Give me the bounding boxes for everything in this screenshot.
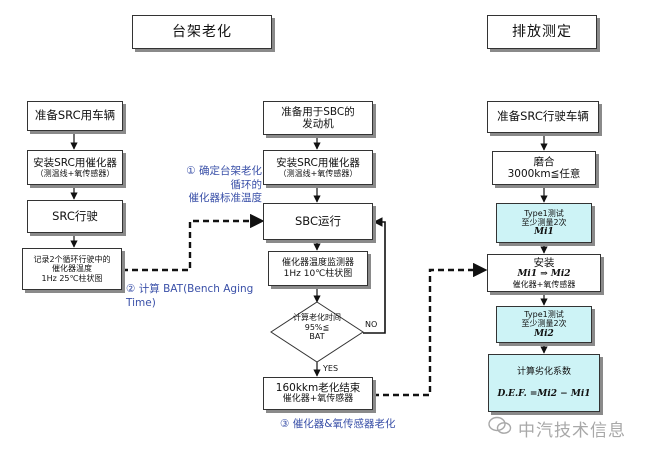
yes-label: YES — [323, 364, 339, 373]
header-bench-aging: 台架老化 — [132, 15, 272, 49]
right-test2-line1: Type1测试 — [524, 310, 564, 320]
middle-aging-end-line1: 160kkm老化结束 — [275, 382, 361, 395]
wechat-logo-icon — [488, 416, 512, 441]
middle-monitor-line1: 催化器温度监测器 — [281, 258, 354, 269]
right-test1-line3: Mi1 — [534, 227, 554, 238]
middle-install-catalyst-sub: （测温线+氧传感器） — [278, 168, 358, 178]
left-record-temperature: 记录2个循环行驶中的 催化器温度 1Hz 25℃柱状图 — [22, 248, 122, 290]
note-1-line2: 循环的 — [230, 178, 263, 191]
header-bench-aging-label: 台架老化 — [172, 23, 232, 40]
right-install-line3: 催化器+氧传感器 — [512, 279, 576, 289]
decision-line2: 95%≦ — [304, 322, 330, 332]
right-break-in: 磨合 3000km≦任意 — [492, 151, 596, 185]
right-install: 安装 Mi1 ⇒ Mi2 催化器+氧传感器 — [487, 254, 601, 292]
left-install-catalyst-label: 安装SRC用催化器 — [33, 156, 117, 169]
note-3: ③ 催化器&氧传感器老化 — [280, 418, 396, 430]
watermark: 中汽技术信息 — [488, 416, 626, 441]
right-install-line1: 安装 — [533, 257, 555, 270]
right-test1-line2: 至少测量2次 — [521, 217, 567, 227]
middle-install-catalyst-label: 安装SRC用催化器 — [276, 156, 360, 169]
right-break-in-line1: 磨合 — [533, 155, 555, 168]
left-src-drive: SRC行驶 — [27, 200, 123, 233]
arrow-mid-no-loop — [363, 217, 386, 334]
header-emission-test-label: 排放测定 — [512, 23, 572, 40]
decision-diamond — [270, 301, 364, 363]
left-prepare-vehicle-label: 准备SRC用车辆 — [34, 108, 116, 123]
right-test2-line2: 至少测量2次 — [521, 319, 567, 329]
right-test2-line3: Mi2 — [534, 328, 554, 339]
note-2-line1: ② 计算 BAT(Bench Aging — [126, 283, 254, 295]
middle-install-catalyst: 安装SRC用催化器 （测温线+氧传感器） — [263, 150, 373, 185]
dashed-link-middle-to-right — [373, 262, 488, 397]
left-install-catalyst-sub: （测温线+氧传感器） — [35, 168, 115, 178]
note-1-line1: ① 确定台架老化 — [186, 165, 262, 177]
middle-sbc-run-label: SBC运行 — [294, 213, 342, 228]
right-type1-test-2: Type1测试 至少测量2次 Mi2 — [496, 306, 592, 343]
right-factor-title: 计算劣化系数 — [516, 366, 571, 377]
note-2: ② 计算 BAT(Bench Aging Time) — [126, 283, 253, 310]
middle-aging-end-line2: 催化器+氧传感器 — [282, 394, 354, 405]
middle-monitor-line2: 1Hz 10℃柱状图 — [283, 268, 353, 279]
left-prepare-vehicle: 准备SRC用车辆 — [27, 101, 123, 131]
dashed-link-left-to-middle — [122, 213, 265, 272]
middle-prepare-engine: 准备用于SBC的 发动机 — [263, 101, 373, 135]
note-2-line2: Time) — [126, 296, 156, 309]
decision-line1: 计算老化时间 — [293, 313, 341, 322]
decision-text: 计算老化时间 95%≦ BAT — [271, 313, 363, 342]
left-record-line1: 记录2个循环行驶中的 — [33, 255, 111, 265]
right-factor-formula: D.E.F. =Mi2 − Mi1 — [497, 388, 591, 399]
middle-temperature-monitor: 催化器温度监测器 1Hz 10℃柱状图 — [268, 251, 368, 286]
right-deterioration-factor: 计算劣化系数 D.E.F. =Mi2 − Mi1 — [488, 354, 600, 412]
left-src-drive-label: SRC行驶 — [52, 208, 98, 223]
middle-prepare-engine-line2: 发动机 — [302, 118, 334, 130]
no-label: NO — [365, 320, 378, 329]
right-type1-test-1: Type1测试 至少测量2次 Mi1 — [496, 203, 592, 243]
left-record-line3: 1Hz 25℃柱状图 — [41, 273, 103, 283]
left-install-catalyst: 安装SRC用催化器 （测温线+氧传感器） — [27, 150, 123, 185]
left-record-line2: 催化器温度 — [52, 264, 92, 274]
right-test1-line1: Type1测试 — [524, 208, 564, 218]
right-prepare-vehicle: 准备SRC行驶车辆 — [487, 101, 599, 133]
header-emission-test: 排放测定 — [487, 15, 597, 49]
middle-aging-end: 160kkm老化结束 催化器+氧传感器 — [263, 377, 373, 410]
right-install-line2: Mi1 ⇒ Mi2 — [517, 269, 571, 280]
decision-line3: BAT — [309, 332, 325, 342]
middle-sbc-run: SBC运行 — [263, 203, 373, 240]
note-1-line3: 催化器标准温度 — [188, 192, 263, 205]
note-1: ① 确定台架老化 循环的 催化器标准温度 — [170, 165, 262, 206]
right-break-in-line2: 3000km≦任意 — [507, 168, 581, 180]
right-prepare-vehicle-label: 准备SRC行驶车辆 — [497, 109, 589, 124]
middle-prepare-engine-line1: 准备用于SBC的 — [281, 105, 355, 118]
watermark-text: 中汽技术信息 — [518, 421, 626, 441]
